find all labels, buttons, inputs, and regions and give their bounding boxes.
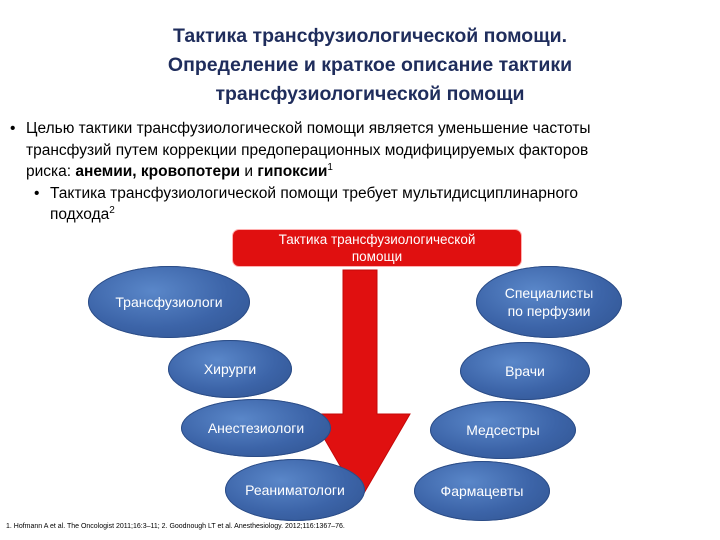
tactic-box: Тактика трансфузиологической помощи: [232, 229, 522, 267]
bullet-goal-bold-1: анемии, кровопотери: [75, 163, 241, 180]
node-label: Реаниматологи: [245, 482, 345, 498]
bullet-goal-bold-2: гипоксии: [257, 163, 328, 180]
title-line-3: трансфузиологической помощи: [215, 83, 525, 105]
node-label-line-2: по перфузии: [507, 303, 591, 319]
bullet-goal-line-3: риска: анемии, кровопотери и гипоксии1: [26, 161, 710, 183]
node-label: Медсестры: [466, 422, 540, 438]
node-anesthesiologists: Анестезиологи: [181, 399, 331, 457]
node-transfusiologists: Трансфузиологи: [88, 266, 250, 338]
node-label: Врачи: [505, 363, 545, 379]
tactic-box-line-1: Тактика трансфузиологической: [278, 232, 476, 247]
footnote-ref-1: 1: [327, 161, 333, 173]
node-pharmacists: Фармацевты: [414, 461, 550, 521]
references-footnote: 1. Hofmann A et al. The Oncologist 2011;…: [6, 523, 345, 530]
node-nurses: Медсестры: [430, 401, 576, 459]
node-doctors: Врачи: [460, 342, 590, 400]
node-label: Фармацевты: [440, 483, 524, 499]
node-perfusion-specialists: Специалисты по перфузии: [476, 266, 622, 338]
bullet-approach-line-1: Тактика трансфузиологической помощи треб…: [50, 184, 579, 202]
node-surgeons: Хирурги: [168, 340, 292, 398]
node-resuscitators: Реаниматологи: [225, 459, 365, 521]
bullet-approach-line-2: подхода2: [50, 204, 710, 226]
title-line-2: Определение и краткое описание тактики: [167, 54, 573, 76]
footnote-ref-2: 2: [109, 204, 115, 216]
bullet-goal-line-1: Целью тактики трансфузиологической помощ…: [26, 120, 591, 137]
bullet-goal-prefix: риска:: [26, 163, 76, 180]
bullet-goal-mid: и: [240, 163, 258, 180]
bullet-goal-line-2: трансфузий путем коррекции предоперацион…: [26, 141, 589, 159]
bullet-dot: •: [34, 184, 40, 202]
node-label: Хирурги: [203, 361, 257, 377]
bullet-approach-text: подхода: [50, 206, 110, 223]
slide-title: Тактика трансфузиологической помощи. Опр…: [40, 22, 700, 109]
bullet-item-approach: • Тактика трансфузиологической помощи тр…: [10, 183, 710, 226]
bullet-dot: •: [10, 120, 16, 137]
title-line-1: Тактика трансфузиологической помощи.: [172, 25, 568, 47]
tactic-box-line-2: помощи: [351, 249, 403, 264]
bullet-item-goal: • Целью тактики трансфузиологической пом…: [10, 118, 710, 183]
node-label: Трансфузиологи: [115, 294, 223, 310]
node-label-line-1: Специалисты: [504, 285, 594, 301]
node-label: Анестезиологи: [207, 420, 305, 436]
bullet-list: • Целью тактики трансфузиологической пом…: [10, 118, 710, 226]
